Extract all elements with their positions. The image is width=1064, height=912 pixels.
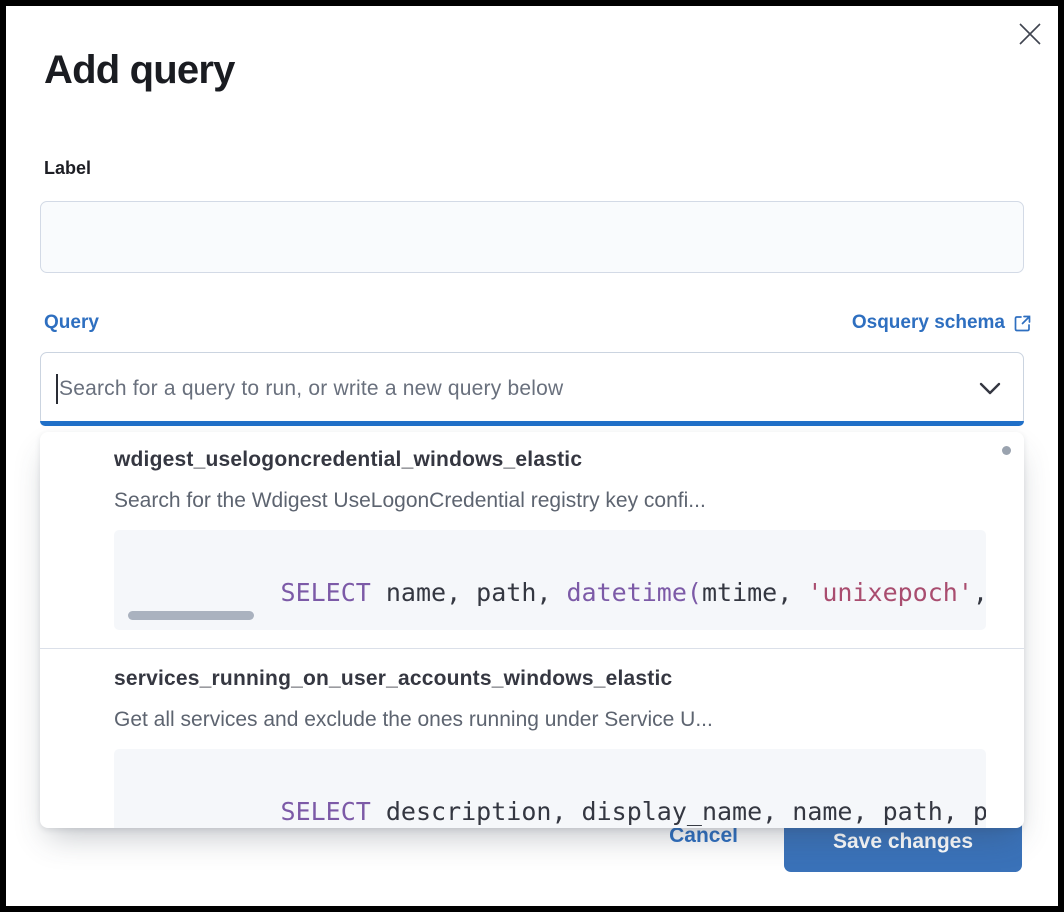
sql-token: mtime,: [701, 578, 808, 607]
osquery-schema-link-label: Osquery schema: [851, 312, 1005, 333]
query-option-title: wdigest_uselogoncredential_windows_elast…: [114, 448, 583, 471]
option-divider: [40, 648, 1024, 649]
combobox-focus-bar: [40, 421, 1024, 426]
close-icon[interactable]: [1010, 14, 1050, 54]
query-option-wdigest[interactable]: wdigest_uselogoncredential_windows_elast…: [40, 432, 1024, 648]
sql-token: datetime(: [566, 578, 702, 607]
sql-token: ,: [973, 578, 986, 607]
sql-token: 'unixepoch': [807, 578, 973, 607]
query-combobox[interactable]: Search for a query to run, or write a ne…: [40, 352, 1024, 426]
query-option-description: Get all services and exclude the ones ru…: [114, 708, 713, 731]
close-x-glyph: [1019, 23, 1041, 45]
sql-token: name, path,: [370, 578, 567, 607]
sql-token: SELECT: [280, 578, 371, 607]
query-option-description: Search for the Wdigest UseLogonCredentia…: [114, 489, 706, 512]
sql-code-line: SELECT description, display_name, name, …: [130, 767, 986, 828]
query-option-sql-preview: SELECT description, display_name, name, …: [114, 749, 986, 828]
chevron-down-icon[interactable]: [979, 382, 1001, 396]
query-options-dropdown: wdigest_uselogoncredential_windows_elast…: [40, 432, 1024, 828]
vertical-scrollbar-thumb[interactable]: [1002, 446, 1011, 455]
label-input[interactable]: [40, 201, 1024, 273]
query-field-label: Query: [44, 312, 99, 333]
query-option-title: services_running_on_user_accounts_window…: [114, 667, 673, 690]
modal-title: Add query: [44, 48, 235, 92]
query-field-header: Query Osquery schema: [44, 312, 1032, 334]
sql-token: SELECT: [280, 797, 371, 826]
combobox-placeholder: Search for a query to run, or write a ne…: [59, 377, 564, 400]
osquery-schema-link[interactable]: Osquery schema: [852, 312, 1032, 334]
external-link-icon: [1014, 315, 1031, 331]
sql-token: description, display_name, name, path, p…: [370, 797, 986, 826]
query-option-services[interactable]: services_running_on_user_accounts_window…: [40, 649, 1024, 828]
text-cursor: [56, 374, 58, 404]
label-field-label: Label: [44, 158, 92, 178]
query-option-sql-preview: SELECT name, path, datetime(mtime, 'unix…: [114, 530, 986, 630]
horizontal-scrollbar-thumb[interactable]: [128, 611, 254, 620]
sql-code-line: SELECT name, path, datetime(mtime, 'unix…: [130, 548, 986, 630]
cancel-button[interactable]: Cancel: [669, 824, 738, 847]
